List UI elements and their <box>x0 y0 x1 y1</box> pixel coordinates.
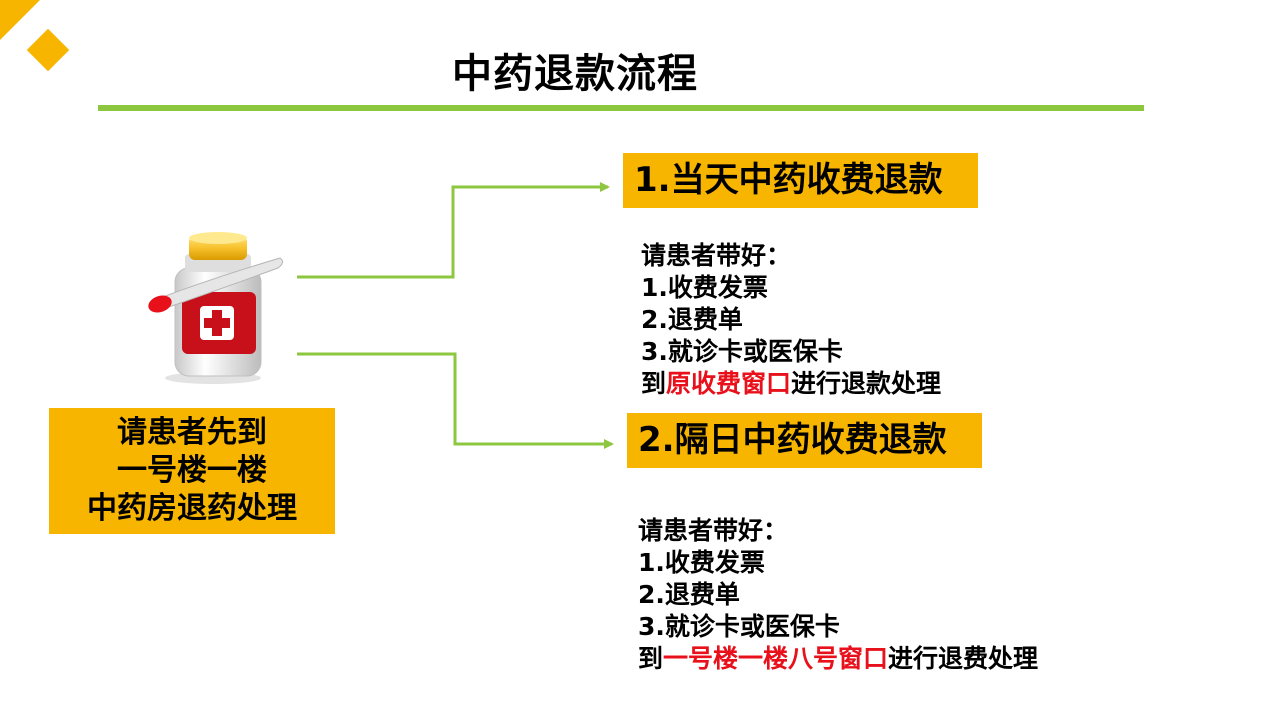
branch-1-instructions: 请患者带好： 1.收费发票 2.退费单 3.就诊卡或医保卡 到原收费窗口进行退款… <box>641 240 941 400</box>
branch-1-final-highlight: 原收费窗口 <box>666 369 792 398</box>
branch-1-item-3: 3.就诊卡或医保卡 <box>641 337 843 366</box>
branch-1-title: 1.当天中药收费退款 <box>623 153 978 208</box>
medicine-bottle-icon <box>148 232 284 384</box>
corner-decoration <box>0 0 40 40</box>
branch-2-final-suffix: 进行退费处理 <box>888 644 1039 673</box>
connector-arrow-2 <box>297 352 614 449</box>
branch-2-final-prefix: 到 <box>638 644 664 673</box>
branch-2-instructions: 请患者带好： 1.收费发票 2.退费单 3.就诊卡或医保卡 到一号楼一楼八号窗口… <box>638 515 1038 675</box>
branch-2-item-1: 1.收费发票 <box>638 548 765 577</box>
branch-2-final-line: 到一号楼一楼八号窗口进行退费处理 <box>638 643 1038 675</box>
branch-1-item-1: 1.收费发票 <box>641 273 768 302</box>
start-line-3: 中药房退药处理 <box>87 491 297 526</box>
branch-1-final-line: 到原收费窗口进行退款处理 <box>641 368 941 400</box>
branch-1-item-2: 2.退费单 <box>641 305 743 334</box>
connector-arrow-1 <box>297 182 610 279</box>
start-line-1: 请患者先到 <box>117 415 267 450</box>
branch-2-intro: 请患者带好： <box>638 516 789 545</box>
branch-2-item-2: 2.退费单 <box>638 580 740 609</box>
branch-2-title: 2.隔日中药收费退款 <box>627 413 982 468</box>
page-title: 中药退款流程 <box>452 51 698 97</box>
branch-2-item-3: 3.就诊卡或医保卡 <box>638 612 840 641</box>
title-underline <box>98 105 1144 111</box>
branch-1-final-suffix: 进行退款处理 <box>791 369 942 398</box>
start-line-2: 一号楼一楼 <box>117 453 267 488</box>
branch-1-intro: 请患者带好： <box>641 241 792 270</box>
branch-1-final-prefix: 到 <box>641 369 667 398</box>
branch-2-final-highlight: 一号楼一楼八号窗口 <box>663 644 889 673</box>
start-instruction-box: 请患者先到 一号楼一楼 中药房退药处理 <box>49 408 335 534</box>
